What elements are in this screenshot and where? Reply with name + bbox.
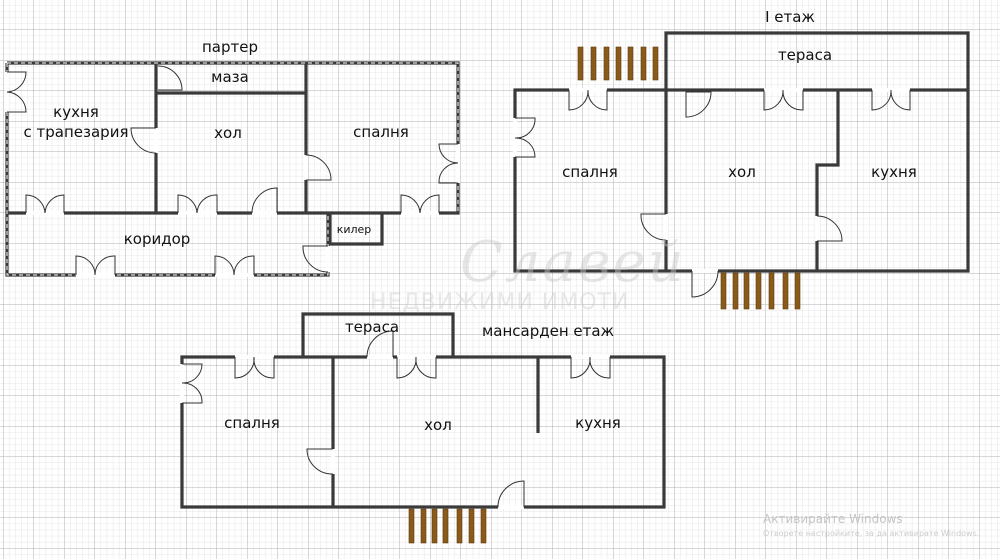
attic-floor-title: мансарден етаж [482,322,614,340]
double-door-icon [234,355,275,379]
ground-floor-title: партер [202,38,258,56]
double-door-icon [75,255,116,277]
room-label-bedroom: спалня [224,414,280,432]
double-door-icon [568,88,608,111]
door-icon [251,187,278,215]
double-door-icon [871,88,911,111]
room-label-terrace: тераса [345,318,399,336]
window-icon [5,71,27,113]
room-label-hall: хол [424,416,452,434]
ground-doors [5,65,460,277]
double-door-icon [177,194,218,215]
double-door-icon [400,194,440,215]
first-floor-title: I етаж [765,8,815,26]
window-icon [438,143,460,184]
room-label-kitchen: кухня [53,103,99,121]
room-label-kitchen: кухня [871,163,917,181]
room-label-kitchen: кухня [575,414,621,432]
door-icon [640,213,668,241]
door-icon [304,154,332,181]
activate-windows-subtitle: Отворете настройките, за да активирате W… [763,529,980,538]
room-label-hall: хол [214,124,242,142]
room-label-terrace: тераса [778,46,832,64]
room-label-pantry: килер [337,223,372,236]
stairs-icon [720,272,801,310]
first-floor-plan: I етаж тераса спалня хол кухня [513,8,970,310]
attic-floor-plan: мансарден етаж тераса спалня хол кухня [180,312,666,544]
room-label-table: маза [211,68,249,86]
double-door-icon [25,194,65,215]
door-icon [685,91,712,118]
stairs-icon [408,508,487,544]
door-icon [130,127,158,154]
ground-floor-plan: партер кухня с трапезария маза хол спалн… [5,38,460,277]
door-icon [157,65,183,91]
stairs-icon [577,46,659,81]
attic-doors [180,330,611,509]
window-icon [180,363,203,404]
door-icon [815,215,843,242]
room-label-corridor: коридор [124,230,191,248]
door-icon [691,269,719,298]
door-icon [497,480,525,509]
room-label-bedroom: спалня [353,123,409,141]
double-door-icon [396,355,437,379]
window-icon [513,117,536,158]
double-door-icon [214,255,255,277]
activate-windows-title: Активирайте Windows [763,512,903,526]
first-floor-doors [513,88,911,298]
room-label-kitchen-dining: с трапезария [24,123,129,141]
double-door-icon [763,88,804,111]
room-label-hall: хол [728,163,756,181]
door-icon [306,448,335,475]
room-label-bedroom: спалня [562,163,618,181]
door-icon [366,330,394,359]
door-icon [302,245,330,273]
double-door-icon [570,355,611,379]
